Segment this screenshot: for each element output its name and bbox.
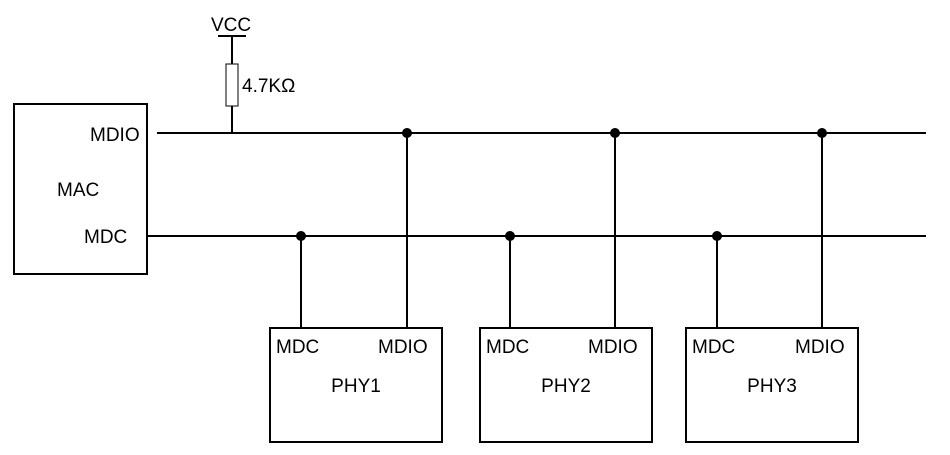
phy3-mdio-pin-label: MDIO bbox=[795, 337, 845, 358]
phy1-mdc-pin-label: MDC bbox=[276, 337, 319, 358]
phy2-box bbox=[479, 327, 653, 443]
phy3-mdc-junction-dot bbox=[712, 231, 722, 241]
phy3-box bbox=[685, 327, 859, 443]
phy1-box bbox=[269, 327, 443, 443]
phy2-name-label: PHY2 bbox=[541, 376, 591, 397]
mac-name-label: MAC bbox=[57, 180, 99, 201]
resistor-body bbox=[225, 63, 239, 107]
mac-mdio-pin-label: MDIO bbox=[90, 125, 140, 146]
phy2-mdio-junction-dot bbox=[610, 128, 620, 138]
phy3-name-label: PHY3 bbox=[747, 376, 797, 397]
phy2-mdio-pin-label: MDIO bbox=[588, 337, 638, 358]
mac-box bbox=[13, 103, 148, 275]
vcc-label: VCC bbox=[211, 15, 251, 36]
resistor-value-label: 4.7KΩ bbox=[242, 76, 295, 97]
phy1-mdc-junction-dot bbox=[296, 231, 306, 241]
phy3-block: MDC MDIO PHY3 bbox=[685, 128, 859, 443]
phy2-block: MDC MDIO PHY2 bbox=[479, 128, 653, 443]
phy1-mdio-junction-dot bbox=[402, 128, 412, 138]
phy2-mdc-pin-label: MDC bbox=[486, 337, 529, 358]
mac-block: MDIO MAC MDC bbox=[13, 103, 148, 275]
vcc-power-symbol: VCC bbox=[211, 15, 251, 64]
pull-up-resistor: 4.7KΩ bbox=[225, 63, 295, 133]
phy1-mdio-pin-label: MDIO bbox=[378, 337, 428, 358]
phy1-name-label: PHY1 bbox=[331, 376, 381, 397]
phy1-block: MDC MDIO PHY1 bbox=[269, 128, 443, 443]
phy3-mdio-junction-dot bbox=[817, 128, 827, 138]
mac-mdc-pin-label: MDC bbox=[84, 227, 127, 248]
phy3-mdc-pin-label: MDC bbox=[692, 337, 735, 358]
phy2-mdc-junction-dot bbox=[505, 231, 515, 241]
